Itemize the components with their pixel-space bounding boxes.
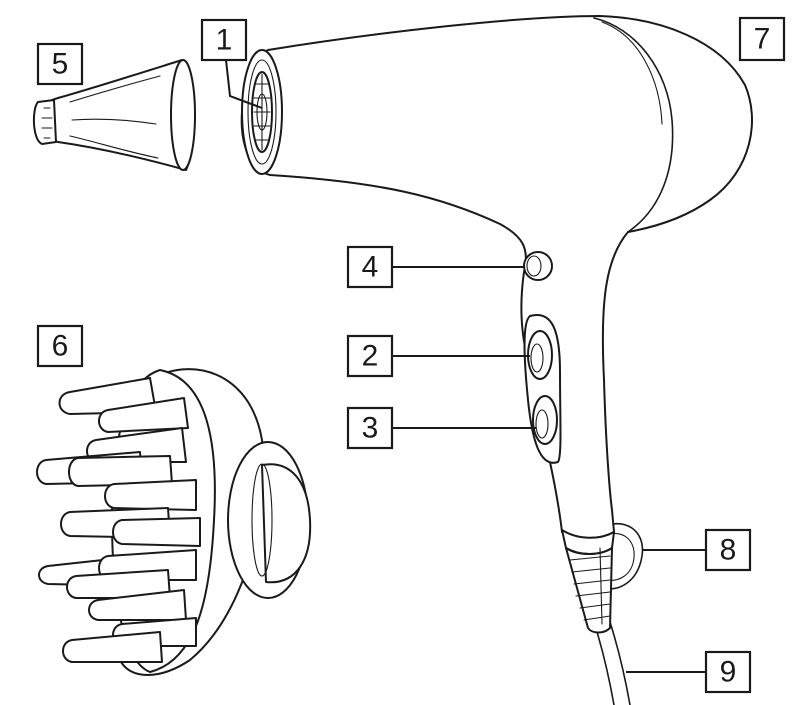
callout-9: 9 <box>704 650 752 694</box>
callout-6: 6 <box>36 324 84 368</box>
callout-7: 7 <box>738 16 786 62</box>
callout-label-5: 5 <box>52 48 69 81</box>
power-cord <box>593 621 631 705</box>
callout-label-3: 3 <box>362 412 379 445</box>
callout-label-4: 4 <box>362 251 379 284</box>
callout-label-6: 6 <box>52 330 69 363</box>
concentrator-nozzle <box>32 59 196 171</box>
diffuser-fingers <box>36 377 201 663</box>
speed-switch <box>532 395 558 445</box>
heat-switch <box>527 330 553 380</box>
callout-1: 1 <box>200 18 248 62</box>
leader-lines <box>225 59 706 673</box>
grille <box>251 71 273 153</box>
callout-8: 8 <box>704 528 752 572</box>
dryer-body <box>240 15 753 539</box>
diffuser <box>36 368 312 676</box>
callout-4: 4 <box>346 245 394 289</box>
cool-shot-button <box>523 251 553 281</box>
callout-label-7: 7 <box>754 23 771 56</box>
leader-1 <box>225 59 263 109</box>
callout-5: 5 <box>36 42 84 86</box>
callout-label-2: 2 <box>362 340 379 373</box>
hanging-loop <box>599 522 644 590</box>
callout-2: 2 <box>346 334 394 378</box>
callout-3: 3 <box>346 406 394 450</box>
callout-label-8: 8 <box>720 534 737 567</box>
callout-label-9: 9 <box>720 656 737 689</box>
hair-dryer-illustration <box>240 15 753 705</box>
callout-label-1: 1 <box>216 24 233 57</box>
